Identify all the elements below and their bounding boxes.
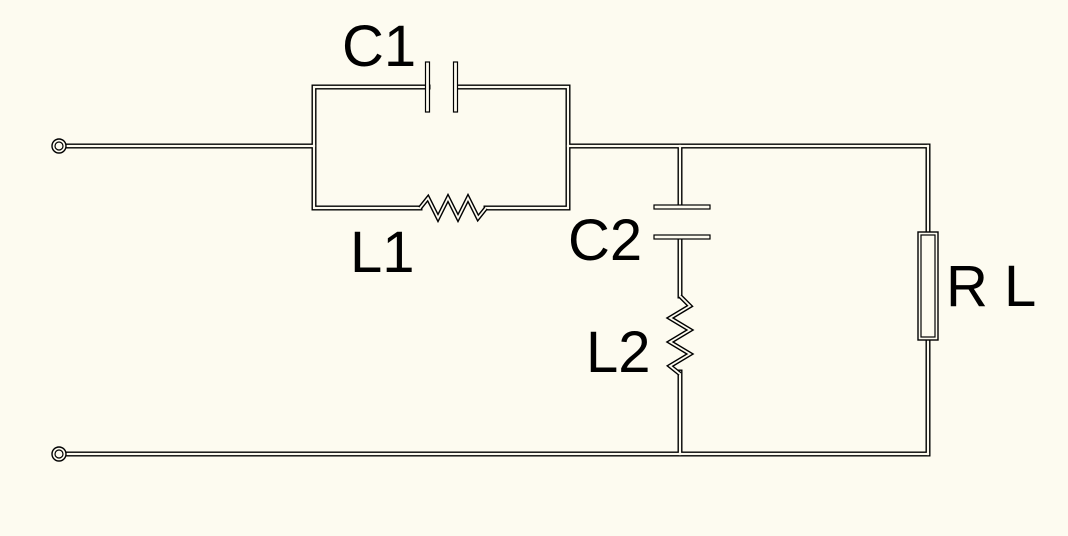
capacitor-c1-symbol [424,61,459,113]
inductor-l2-symbol [665,294,695,376]
resistor-rl-symbol [917,231,939,341]
input-terminal-top [51,138,67,154]
c2-label: C2 [568,208,642,273]
input-terminal-bottom [51,446,67,462]
c1-label: C1 [342,14,416,79]
wire-parallel-box [311,84,571,211]
rl-label: R L [946,254,1036,319]
l2-label: L2 [586,320,651,385]
inductor-l1-symbol [418,192,488,224]
wires [63,84,931,457]
capacitor-c2-symbol [653,204,711,240]
l1-label: L1 [350,220,415,285]
